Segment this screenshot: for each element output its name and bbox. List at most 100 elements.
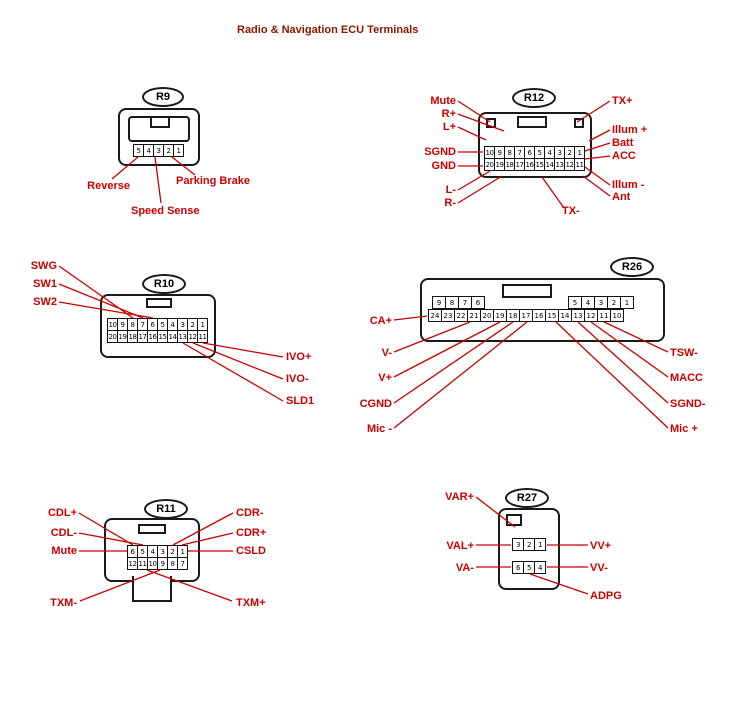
pin-20: 20 — [480, 309, 494, 322]
connector-r11-id: R11 — [144, 499, 188, 519]
pin-11: 11 — [574, 158, 585, 171]
leader-line — [541, 176, 565, 209]
pin-11: 11 — [597, 309, 611, 322]
pin-4: 4 — [581, 296, 595, 309]
connector-r11-bottom-tab — [132, 576, 172, 602]
connector-r9-key-notch — [150, 116, 170, 128]
connector-r26-id: R26 — [610, 257, 654, 277]
leader-line — [588, 129, 611, 142]
label-r27-adpg: ADPG — [590, 590, 622, 602]
connector-r12-key-notch — [517, 116, 547, 128]
pin-6: 6 — [512, 561, 524, 574]
label-r12-sgnd: SGND — [424, 146, 456, 158]
label-r12-ant: Ant — [612, 191, 631, 203]
pin-23: 23 — [441, 309, 455, 322]
label-r10-ivo-plus: IVO+ — [286, 351, 312, 363]
pin-1: 1 — [534, 538, 546, 551]
label-r10-ivo-minus: IVO- — [286, 373, 309, 385]
label-r26-mic-plus: Mic + — [670, 423, 698, 435]
label-r9-parking-brake: Parking Brake — [176, 175, 250, 187]
label-r27-var-plus: VAR+ — [445, 491, 474, 503]
label-r9-reverse: Reverse — [87, 180, 130, 192]
connector-r9-id: R9 — [142, 87, 184, 107]
label-r12-r-plus: R+ — [441, 108, 456, 120]
connector-r12-id: R12 — [512, 88, 556, 108]
label-r11-cdr-plus: CDR+ — [236, 527, 267, 539]
label-r12-l-minus: L- — [445, 184, 456, 196]
label-r11-cdl-minus: CDL- — [50, 527, 77, 539]
leader-line — [582, 175, 611, 197]
label-r26-macc: MACC — [670, 372, 703, 384]
label-r11-cdl-plus: CDL+ — [47, 507, 77, 519]
connector-r27-key-notch — [506, 514, 522, 526]
pin-7: 7 — [177, 557, 188, 570]
label-r12-tx-plus: TX+ — [612, 95, 633, 107]
pin-4: 4 — [534, 561, 546, 574]
pin-5: 5 — [568, 296, 582, 309]
label-r12-illum-minus: Illum - — [612, 179, 645, 191]
label-r11-cdr-minus: CDR- — [236, 507, 264, 519]
label-r26-v-plus: V+ — [378, 372, 392, 384]
pin-1: 1 — [620, 296, 634, 309]
pin-21: 21 — [467, 309, 481, 322]
pin-14: 14 — [558, 309, 572, 322]
label-r12-gnd: GND — [431, 160, 456, 172]
label-r10-sw2: SW2 — [33, 296, 57, 308]
connector-r27-id: R27 — [505, 488, 549, 508]
label-r11-txm-minus: TXM- — [50, 597, 77, 609]
connector-r11-key-notch — [138, 524, 166, 534]
label-r26-mic-minus: Mic - — [366, 423, 392, 435]
label-r27-vv-plus: VV+ — [590, 540, 612, 552]
pin-15: 15 — [545, 309, 559, 322]
leader-line — [457, 175, 503, 204]
label-r10-swg: SWG — [30, 260, 57, 272]
pin-24: 24 — [428, 309, 442, 322]
label-r26-tsw-minus: TSW- — [670, 347, 698, 359]
label-r12-r-minus: R- — [444, 197, 456, 209]
pin-6: 6 — [471, 296, 485, 309]
pin-17: 17 — [519, 309, 533, 322]
label-r26-cgnd: CGND — [359, 398, 392, 410]
pin-2: 2 — [607, 296, 621, 309]
pin-19: 19 — [493, 309, 507, 322]
label-r12-l-plus: L+ — [442, 121, 456, 133]
pin-13: 13 — [571, 309, 585, 322]
label-r27-vv-minus: VV- — [590, 562, 608, 574]
label-r12-tx-minus: TX- — [562, 205, 580, 217]
pin-11: 11 — [197, 330, 208, 343]
connector-r12-corner-left — [486, 118, 496, 128]
label-r12-mute: Mute — [430, 95, 456, 107]
label-r27-va-minus: VA- — [455, 562, 474, 574]
pin-9: 9 — [432, 296, 446, 309]
label-r11-mute: Mute — [51, 545, 77, 557]
pin-16: 16 — [532, 309, 546, 322]
pin-7: 7 — [458, 296, 472, 309]
label-r9-speed-sense: Speed Sense — [131, 205, 200, 217]
pin-22: 22 — [454, 309, 468, 322]
label-r26-v-minus: V- — [381, 347, 392, 359]
page-title: Radio & Navigation ECU Terminals — [237, 24, 419, 36]
label-r26-ca-plus: CA+ — [369, 315, 392, 327]
label-r10-sw1: SW1 — [33, 278, 57, 290]
label-r12-acc: ACC — [612, 150, 636, 162]
pin-10: 10 — [610, 309, 624, 322]
label-r11-txm-plus: TXM+ — [236, 597, 266, 609]
pin-1: 1 — [173, 144, 184, 157]
label-r27-val-plus: VAL+ — [446, 540, 474, 552]
connector-r12-corner-right — [574, 118, 584, 128]
pin-18: 18 — [506, 309, 520, 322]
connector-r10-key-notch — [146, 298, 172, 308]
label-r26-sgnd-minus: SGND- — [670, 398, 706, 410]
pin-12: 12 — [584, 309, 598, 322]
label-r12-illum-plus: Illum + — [612, 124, 648, 136]
